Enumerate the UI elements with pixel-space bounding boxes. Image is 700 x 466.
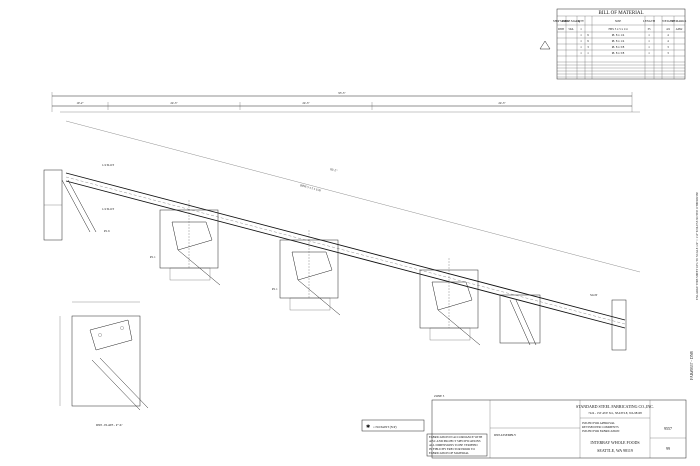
member-length-label: 83'-5": [330, 167, 339, 173]
gusset-connection-1: [159, 200, 221, 286]
company-name: STANDARD STEEL FABRICATING CO.,INC.: [576, 404, 654, 410]
callout-slot-1: 1/4 SLOT: [102, 163, 114, 167]
asterisk-icon: ✱: [366, 424, 370, 430]
sheet-label: DN8 ASSEMBLY: [494, 433, 517, 437]
bom-cell-len: 35: [648, 27, 652, 31]
bom-header-piece: PIECE MARK: [562, 19, 581, 23]
bom-cell-sub: 3: [587, 45, 589, 49]
scale-note: ENLARGE THIS SHEET 10% TO SCALE 1/4" = 1…: [695, 192, 699, 300]
gusset-connection-2: [279, 230, 341, 316]
bom-header-remarks: REMARKS: [672, 19, 687, 23]
bom-cell-size: PL 8 x 1/4: [612, 33, 625, 37]
bom-cell-qty: 1: [580, 27, 582, 31]
segment-dimension-4: 24'-3": [498, 101, 506, 105]
bom-cell-qty: 1: [580, 45, 582, 49]
note-line-4: IN FIELD BY ERECTOR PRIOR TO: [429, 447, 476, 451]
bom-cell-size: PL 8 x 1/4: [612, 39, 625, 43]
bom-cell-rem: A992: [676, 27, 683, 31]
revision-3: ISSUED FOR FABRICATION: [582, 429, 620, 433]
bom-cell-wt: 4: [667, 39, 669, 43]
hss-member: (HSS 5 x 5 x 1/4) 83'-5": [43, 120, 641, 351]
callout-pl-6: PL 6: [104, 229, 110, 233]
overall-dimension: 95'-5": [338, 91, 346, 95]
bom-cell-size: PL 8 x 3/8: [612, 51, 625, 55]
bom-cell-size: HSS 5 x 5 x 1/4: [608, 27, 628, 31]
bom-header-size: SIZE: [615, 19, 622, 23]
gusset-connection-4: [499, 294, 541, 346]
no-paint-note: = NO PAINT (N/P): [373, 425, 396, 429]
note-line-3: ALL DIMENSIONS TO BE VERIFIED: [429, 443, 478, 447]
bom-cell-sub: 1: [587, 51, 589, 55]
bill-of-material: BILL OF MATERIAL SHIP MARK PIECE MARK QT…: [539, 8, 687, 80]
bom-cell-qty: 1: [580, 51, 582, 55]
revision-1: ISSUED FOR APPROVAL: [582, 421, 615, 425]
dimension-lines: 95'-5" 10'-2" 24'-3" 24'-3" 24'-3": [51, 91, 640, 113]
note-line-2: AISC AND PROJECT SPECIFICATIONS: [429, 439, 481, 443]
bom-cell-wt: 4.9: [666, 27, 670, 31]
bom-header-qty: QTY: [578, 19, 585, 23]
bom-cell-wt: 3: [667, 51, 669, 55]
segment-dimension-3: 24'-3": [302, 101, 310, 105]
no-paint-box: [361, 419, 425, 432]
right-end-plate: [611, 299, 627, 351]
callout-slot-2: 1/4 SLOT: [102, 207, 114, 211]
bom-cell-len: 1: [648, 33, 650, 37]
bom-cell-len: 1: [648, 51, 650, 55]
note-line-5: FABRICATION OF MATERIAL: [429, 451, 469, 455]
bom-cell-qty: 1: [580, 39, 582, 43]
company-address: 7224 - 1ST AVE SO., SEATTLE, WA 98108: [588, 411, 642, 416]
callout-slot-3: SLOT: [590, 293, 598, 297]
member-size-label: (HSS 5 x 5 x 1/4): [300, 183, 321, 192]
bom-cell-sub: 9: [587, 39, 589, 43]
side-tag: FAB#9557 - DN8: [689, 351, 694, 380]
revision-2: REVISED PER COMMENTS: [582, 425, 619, 429]
job-number: 9557: [664, 426, 672, 431]
bom-cell-len: 1: [648, 45, 650, 49]
bom-cell-qty: 1: [580, 33, 582, 37]
bom-cell-piece: 59A: [568, 27, 574, 31]
bom-cell-wt: 3: [667, 45, 669, 49]
segment-dimension-2: 24'-3": [170, 101, 178, 105]
bom-header-ship: SHIP MARK: [553, 19, 570, 23]
bom-cell-wt: 4: [667, 33, 669, 37]
project-name: INTERBAY WHOLE FOODS: [590, 440, 639, 445]
segment-dimension-1: 10'-2": [76, 101, 84, 105]
sheet-number: 99: [666, 446, 670, 451]
plate-detail: DN8 - PLATE - P "A": [59, 301, 149, 427]
note-line-1: FABRICATION IN ACCORDANCE WITH: [429, 435, 483, 439]
general-notes: FABRICATION IN ACCORDANCE WITH AISC AND …: [426, 433, 488, 457]
gusset-connection-3: [419, 258, 481, 346]
bom-title: BILL OF MATERIAL: [598, 11, 643, 16]
bom-rows: DN8 59A 1 HSS 5 x 5 x 1/4 35 4.9 A992 1 9 PL 8 x …: [557, 27, 685, 78]
bom-cell-ship: DN8: [558, 27, 564, 31]
callout-pl-1b: PL 1: [272, 287, 278, 291]
zone-label: ZONE 5: [434, 394, 445, 398]
project-location: SEATTLE, WA 98119: [597, 448, 633, 454]
bom-header-length: LENGTH: [643, 19, 656, 23]
bom-cell-size: PL 8 x 3/8: [612, 45, 625, 49]
bom-cell-sub: 9: [587, 33, 589, 37]
revision-triangle-icon: [539, 40, 551, 50]
title-block: STANDARD STEEL FABRICATING CO.,INC. 7224…: [431, 399, 687, 459]
bom-header-weight: WEIGHT: [662, 19, 674, 23]
plate-caption: DN8 - PLATE - P "A": [96, 423, 124, 427]
callout-pl-1a: PL 1: [150, 255, 156, 259]
bom-cell-len: 1: [648, 39, 650, 43]
